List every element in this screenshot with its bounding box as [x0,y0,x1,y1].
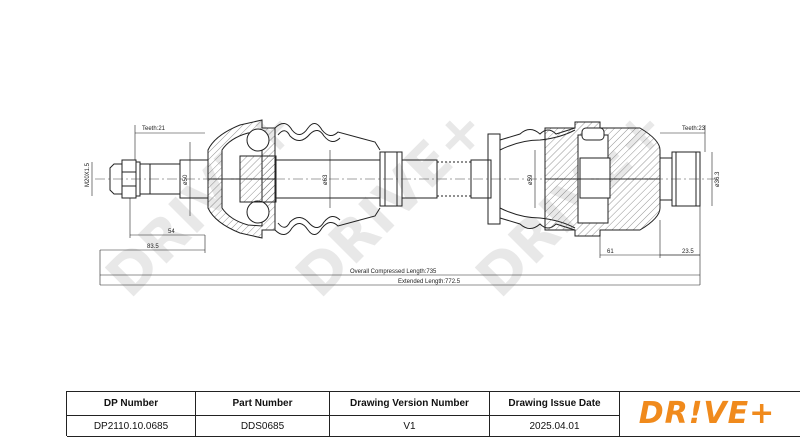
len-61-label: 61 [607,249,614,255]
left-mid-dia-label: ø63 [323,174,329,185]
value-dp-number: DP2110.10.0685 [67,416,196,437]
overall-length-label: Overall Compressed Length:735 [350,269,437,275]
left-teeth-label: Teeth:21 [142,126,166,132]
watermark-1: DRIVE+ [94,95,309,310]
left-thread-label: M20X1.5 [85,162,91,187]
drive-logo: DR!VE+ [638,395,776,431]
value-part-number: DDS0685 [196,416,330,437]
technical-drawing: DRIVE+ DRIVE+ DRIVE+ [85,95,721,310]
header-part-number: Part Number [196,392,330,416]
header-issue-date: Drawing Issue Date [490,392,620,416]
right-teeth-label: Teeth:23 [682,126,706,132]
right-stub-dia-label: ø36.3 [715,171,721,187]
right-mid-dia-label: ø59 [528,174,534,185]
header-drawing-version: Drawing Version Number [330,392,490,416]
watermark-2: DRIVE+ [284,95,499,310]
left-boot [274,123,381,235]
left-shaft-dia-label: ø50 [183,174,189,185]
len-83-5-label: 83.5 [147,244,159,250]
header-dp-number: DP Number [67,392,196,416]
extended-length-label: Extended Length:772.5 [398,279,461,285]
len-54-label: 54 [168,229,175,235]
value-issue-date: 2025.04.01 [490,416,620,437]
value-drawing-version: V1 [330,416,490,437]
len-23-5-label: 23.5 [682,249,694,255]
